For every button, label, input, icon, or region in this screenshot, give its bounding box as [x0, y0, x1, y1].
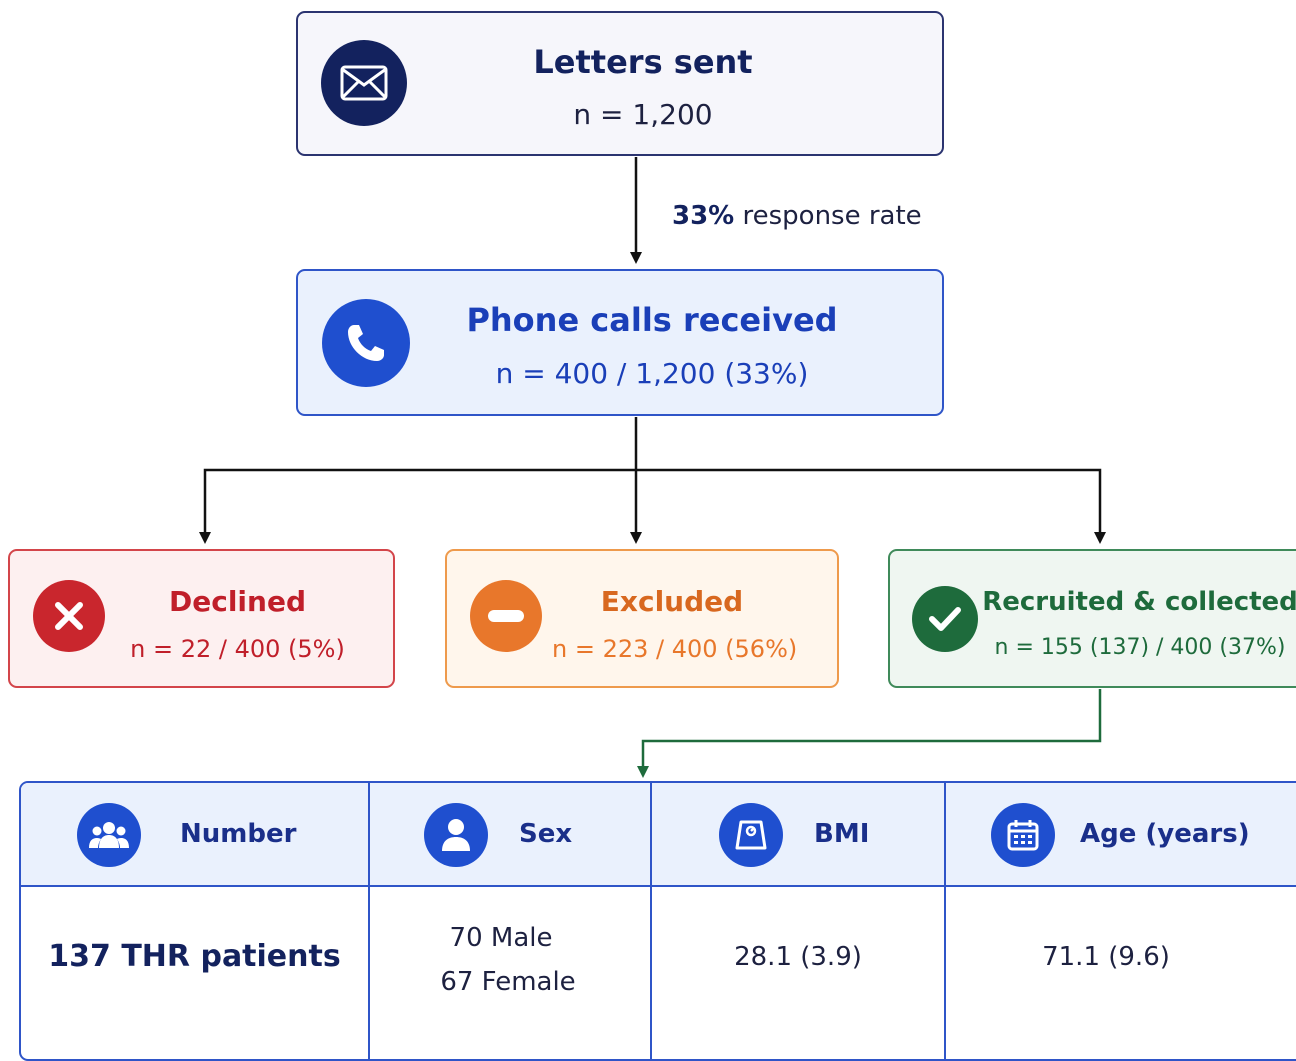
header-number-label: Number [180, 819, 297, 849]
header-sex-label: Sex [519, 819, 573, 849]
cell-sex-female: 67 Female [440, 967, 576, 997]
x-circle-icon [33, 580, 105, 652]
cell-age: 71.1 (9.6) [1042, 942, 1170, 972]
calendar-icon [991, 803, 1055, 867]
response-rate-text: response rate [742, 201, 922, 231]
flow-connectors [199, 157, 1106, 778]
phone-title: Phone calls received [466, 301, 838, 339]
response-rate-label: 33% response rate [672, 201, 922, 231]
header-bmi-label: BMI [814, 819, 870, 849]
scale-icon [719, 803, 783, 867]
header-sex: Sex [370, 783, 650, 885]
letters-title: Letters sent [533, 43, 753, 81]
table-header-row [21, 783, 1296, 887]
table-divider [368, 783, 370, 1059]
declined-box: Declined n = 22 / 400 (5%) [8, 549, 395, 688]
envelope-icon [321, 40, 407, 126]
declined-count: n = 22 / 400 (5%) [130, 635, 345, 663]
arrow-to-declined [199, 468, 636, 544]
excluded-title: Excluded [600, 585, 744, 618]
characteristics-table: Number Sex BMI Age (years) 137 THR patie… [19, 781, 1296, 1061]
recruited-box: Recruited & collected n = 155 (137) / 40… [888, 549, 1296, 688]
letters-count: n = 1,200 [573, 98, 713, 131]
arrow-recruited-to-table [637, 689, 1102, 778]
phone-icon [322, 299, 410, 387]
person-icon [424, 803, 488, 867]
letters-sent-box: Letters sent n = 1,200 [296, 11, 944, 156]
cell-number: 137 THR patients [48, 939, 341, 974]
excluded-box: Excluded n = 223 / 400 (56%) [445, 549, 839, 688]
header-age: Age (years) [946, 783, 1296, 885]
header-bmi: BMI [652, 783, 944, 885]
cell-sex-male: 70 Male [449, 923, 553, 953]
group-icon [77, 803, 141, 867]
header-age-label: Age (years) [1080, 819, 1250, 849]
response-rate-pct: 33% [672, 201, 735, 231]
recruited-count: n = 155 (137) / 400 (37%) [994, 635, 1286, 660]
minus-circle-icon [470, 580, 542, 652]
recruited-title: Recruited & collected [982, 587, 1296, 617]
excluded-count: n = 223 / 400 (56%) [552, 635, 798, 663]
table-divider [944, 783, 946, 1059]
table-divider [650, 783, 652, 1059]
phone-calls-box: Phone calls received n = 400 / 1,200 (33… [296, 269, 944, 416]
declined-title: Declined [169, 585, 306, 618]
arrow-to-recruited [636, 468, 1106, 544]
cell-bmi: 28.1 (3.9) [734, 942, 862, 972]
phone-count: n = 400 / 1,200 (33%) [495, 357, 809, 390]
header-number: Number [21, 783, 368, 885]
check-circle-icon [912, 586, 978, 652]
